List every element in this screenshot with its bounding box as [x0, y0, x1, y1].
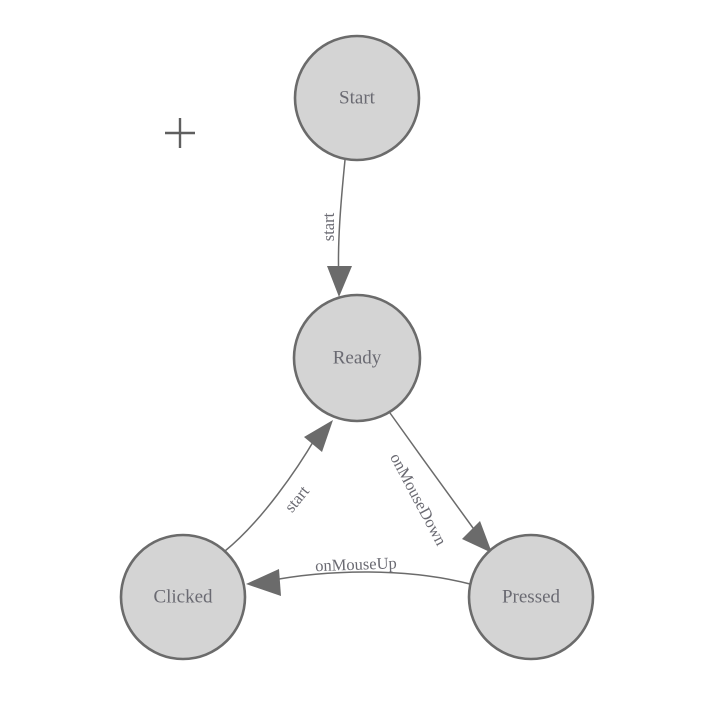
node-start-circle[interactable]	[293, 34, 421, 162]
edge-path-ready-to-pressed[interactable]	[389, 412, 482, 540]
node-pressed-label: Pressed	[502, 586, 561, 607]
node-clicked-circle[interactable]	[119, 533, 247, 661]
node-clicked-label: Clicked	[153, 586, 213, 607]
node-start[interactable]: Start	[293, 34, 421, 162]
edge-path-clicked-to-ready[interactable]	[224, 436, 317, 552]
arrowhead-pressed-to-clicked	[246, 569, 281, 596]
edge-label-ready-to-pressed: onMouseDown	[386, 450, 451, 549]
arrowhead-ready-to-pressed	[462, 521, 492, 553]
arrowhead-start-to-ready	[327, 266, 352, 297]
edge-label-clicked-to-ready: start	[280, 482, 313, 516]
edge-ready-to-pressed[interactable]: onMouseDown	[386, 412, 492, 553]
edge-label-pressed-to-clicked: onMouseUp	[315, 553, 397, 575]
node-ready[interactable]: Ready	[292, 293, 422, 423]
edge-clicked-to-ready[interactable]: start	[224, 420, 333, 552]
edge-pressed-to-clicked[interactable]: onMouseUp	[246, 553, 471, 596]
edge-label-start-to-ready: start	[319, 212, 338, 241]
node-pressed[interactable]: Pressed	[467, 533, 595, 661]
node-start-label: Start	[339, 87, 376, 108]
edge-path-start-to-ready[interactable]	[337, 159, 346, 282]
crosshair-icon[interactable]	[165, 118, 195, 148]
node-ready-label: Ready	[333, 347, 382, 368]
edge-start-to-ready[interactable]: start	[319, 159, 352, 297]
edge-path-pressed-to-clicked[interactable]	[267, 571, 471, 585]
node-clicked[interactable]: Clicked	[119, 533, 247, 661]
node-pressed-circle[interactable]	[467, 533, 595, 661]
arrowhead-clicked-to-ready	[304, 420, 333, 452]
nodes-layer: Start Ready Clicked Pressed	[119, 34, 595, 661]
node-ready-circle[interactable]	[292, 293, 422, 423]
